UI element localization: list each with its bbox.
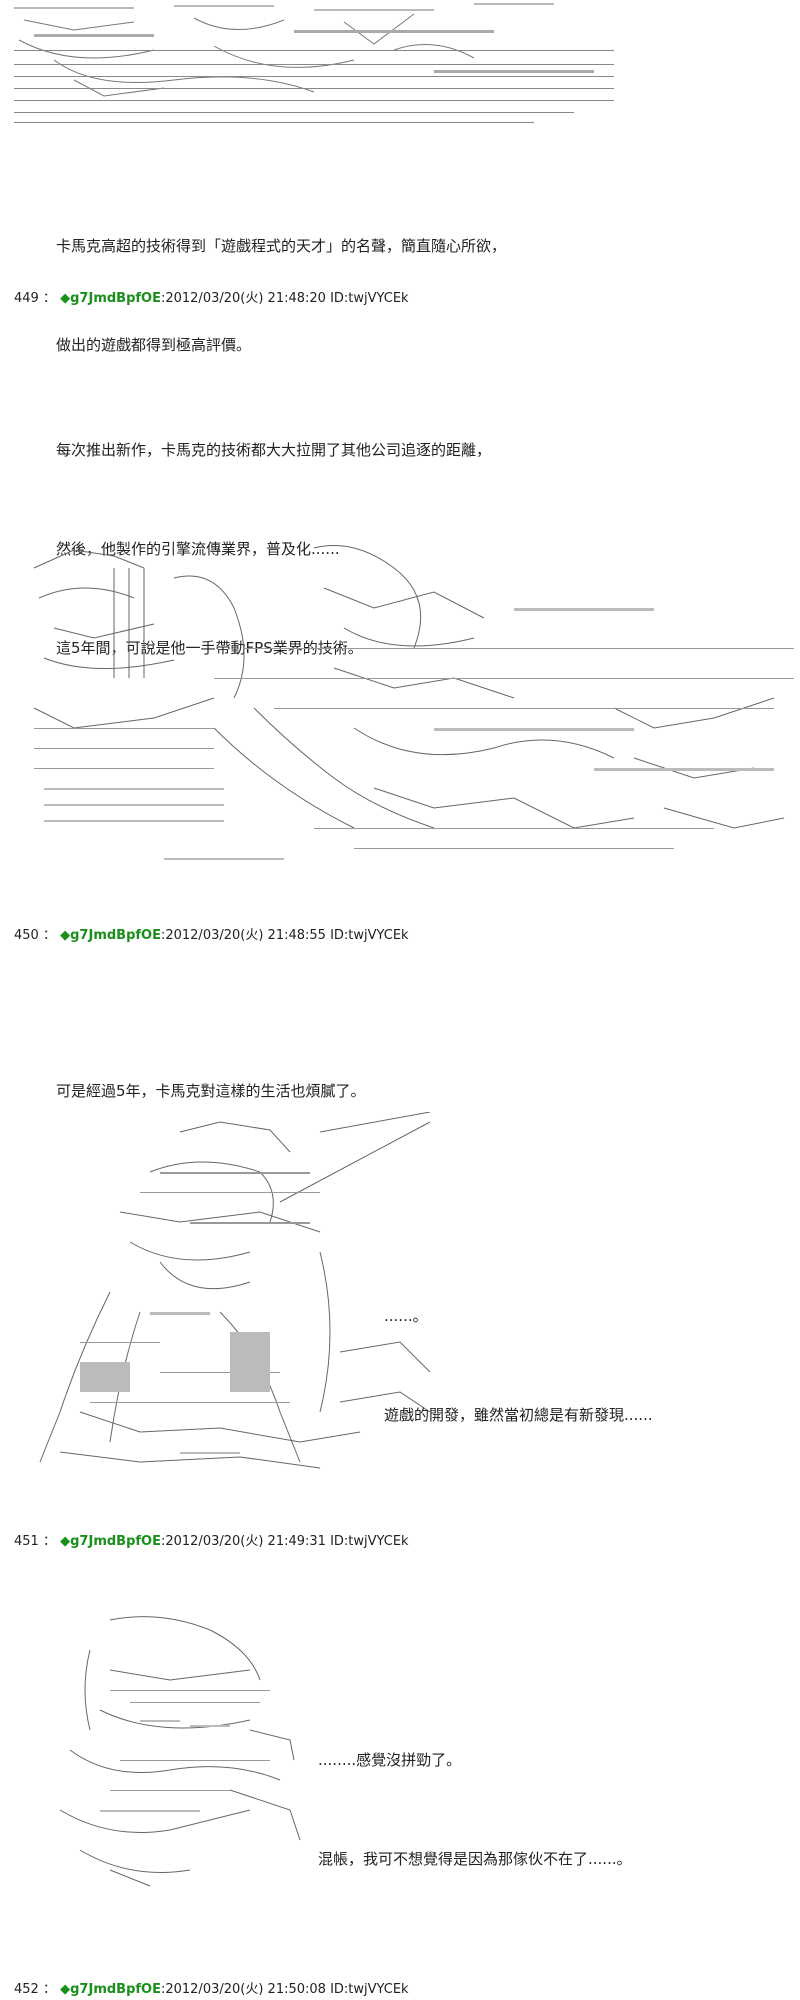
- post-number[interactable]: 449: [14, 291, 39, 306]
- poster-trip: g7JmdBpfOE: [70, 1982, 161, 1997]
- trip-diamond-icon: ◆: [60, 1982, 71, 1997]
- post-line: 這5年間，可說是他一手帶動FPS業界的技術。: [56, 639, 363, 657]
- post-header-450: 450 ： ◆g7JmdBpfOE:2012/03/20(火) 21:48:55…: [14, 924, 409, 943]
- poster-trip: g7JmdBpfOE: [70, 928, 161, 943]
- post-separator: ：: [42, 291, 56, 306]
- intro-line: 卡馬克高超的技術得到「遊戲程式的天才」的名聲，簡直隨心所欲，: [56, 237, 507, 255]
- trip-diamond-icon: ◆: [60, 291, 71, 306]
- post-line: 然後，他製作的引擎流傳業界，普及化......: [56, 540, 340, 558]
- post-separator: ：: [42, 1982, 56, 1997]
- post-line: 每次推出新作，卡馬克的技術都大大拉開了其他公司追逐的距離，: [56, 441, 492, 459]
- post-450-dialogue: ......。 遊戲的開發，雖然當初總是有新發現......: [384, 1234, 653, 1498]
- dialogue-line: 混帳，我可不想覺得是因為那傢伙不在了......。: [318, 1850, 632, 1868]
- dialogue-line: 遊戲的開發，雖然當初總是有新發現......: [384, 1406, 653, 1424]
- ascii-art-character-450: [20, 1112, 450, 1482]
- post-meta: :2012/03/20(火) 21:49:31 ID:twjVYCEk: [160, 1534, 409, 1549]
- dialogue-line: ........感覺沒拼勁了。: [318, 1751, 462, 1769]
- post-number[interactable]: 451: [14, 1534, 39, 1549]
- dialogue-line: ......。: [384, 1307, 428, 1325]
- post-line: 可是經過5年，卡馬克對這樣的生活也煩膩了。: [56, 1082, 366, 1100]
- post-450-narration: 可是經過5年，卡馬克對這樣的生活也煩膩了。: [56, 1009, 366, 1174]
- post-number[interactable]: 450: [14, 928, 39, 943]
- post-separator: ：: [42, 1534, 56, 1549]
- intro-line: 做出的遊戲都得到極高評價。: [56, 336, 252, 354]
- post-meta: :2012/03/20(火) 21:50:08 ID:twjVYCEk: [160, 1982, 409, 1997]
- post-449-narration: 每次推出新作，卡馬克的技術都大大拉開了其他公司追逐的距離， 然後，他製作的引擎流…: [56, 368, 491, 731]
- trip-diamond-icon: ◆: [60, 928, 71, 943]
- ascii-art-character-451: [50, 1610, 310, 1890]
- post-meta: :2012/03/20(火) 21:48:20 ID:twjVYCEk: [160, 291, 409, 306]
- post-header-449: 449 ： ◆g7JmdBpfOE:2012/03/20(火) 21:48:20…: [14, 287, 409, 306]
- trip-diamond-icon: ◆: [60, 1534, 71, 1549]
- intro-narration: 卡馬克高超的技術得到「遊戲程式的天才」的名聲，簡直隨心所欲， 做出的遊戲都得到極…: [56, 164, 506, 428]
- ascii-art-scene-449: [14, 528, 794, 868]
- post-header-451: 451 ： ◆g7JmdBpfOE:2012/03/20(火) 21:49:31…: [14, 1530, 409, 1549]
- post-separator: ：: [42, 928, 56, 943]
- poster-trip: g7JmdBpfOE: [70, 291, 161, 306]
- post-number[interactable]: 452: [14, 1982, 39, 1997]
- poster-trip: g7JmdBpfOE: [70, 1534, 161, 1549]
- post-451-dialogue: ........感覺沒拼勁了。 混帳，我可不想覺得是因為那傢伙不在了......…: [318, 1678, 632, 1942]
- post-header-452: 452 ： ◆g7JmdBpfOE:2012/03/20(火) 21:50:08…: [14, 1978, 409, 1997]
- ascii-art-top: [14, 0, 614, 130]
- post-meta: :2012/03/20(火) 21:48:55 ID:twjVYCEk: [160, 928, 409, 943]
